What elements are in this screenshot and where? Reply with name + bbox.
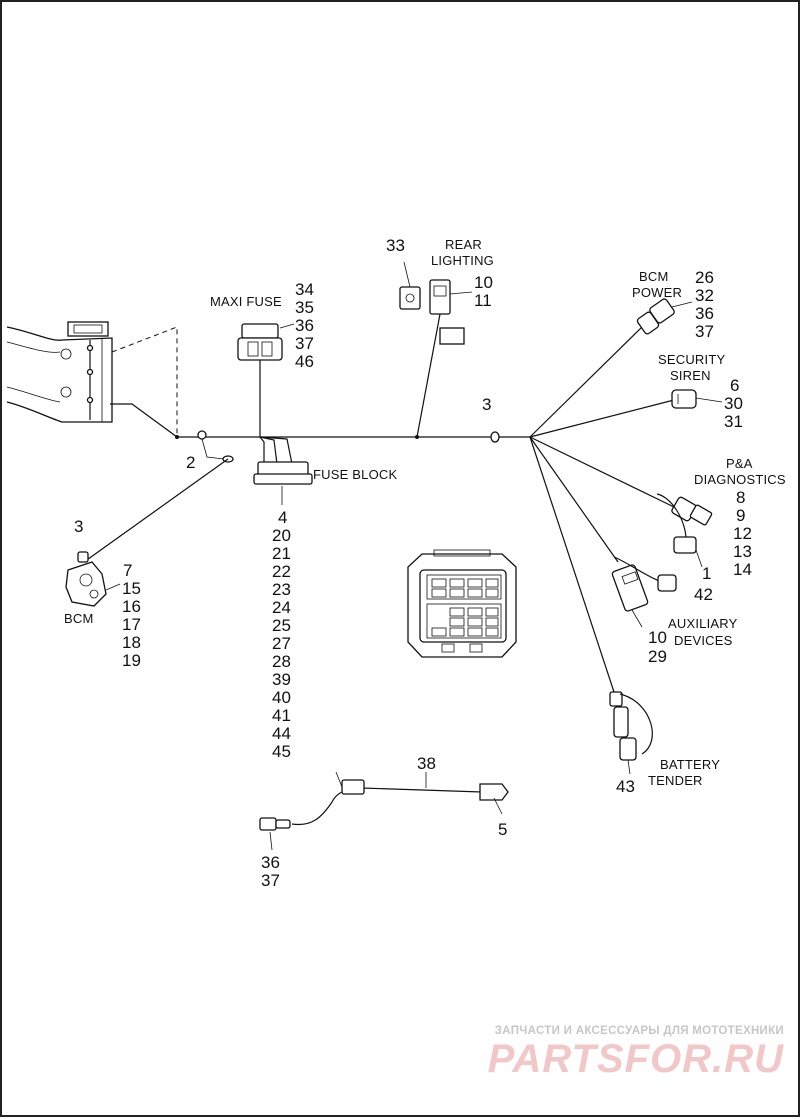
callout-bcmp-26: 26: [695, 268, 714, 287]
callout-bcmp-37: 37: [695, 322, 714, 341]
watermark: ЗАПЧАСТИ И АКСЕССУАРЫ ДЛЯ МОТОТЕХНИКИ PA…: [454, 1025, 784, 1081]
watermark-logo: PARTSFOR.RU: [487, 1037, 784, 1081]
callout-fb-4: 4: [278, 508, 287, 527]
callout-siren-6: 6: [730, 376, 739, 395]
callout-bcm-19: 19: [122, 651, 141, 670]
callout-fb-39: 39: [272, 670, 291, 689]
callout-fb-44: 44: [272, 724, 291, 743]
callout-fb-20: 20: [272, 526, 291, 545]
bcm-module: [65, 551, 121, 607]
callout-fb-41: 41: [272, 706, 291, 725]
callout-pa-13: 13: [733, 542, 752, 561]
callout-maxi-35: 35: [295, 298, 314, 317]
bcm-power-label-2: POWER: [632, 285, 682, 300]
callout-maxi-37: 37: [295, 334, 314, 353]
bcm-label: BCM: [64, 611, 94, 626]
maxi-fuse-holder: [237, 323, 295, 437]
auxiliary-devices-label: AUXILIARY: [668, 616, 738, 631]
callout-pa-8: 8: [736, 488, 745, 507]
pa-diagnostics-connector: [656, 493, 713, 568]
callout-fb-21: 21: [272, 544, 291, 563]
bcm-power-label: BCM: [639, 269, 669, 284]
watermark-tagline: ЗАПЧАСТИ И АКСЕССУАРЫ ДЛЯ МОТОТЕХНИКИ: [494, 1025, 784, 1037]
callout-bcm-16: 16: [122, 597, 141, 616]
maxi-fuse-label: MAXI FUSE: [210, 294, 282, 309]
callout-33: 33: [386, 236, 405, 255]
callout-bcm-15: 15: [122, 579, 141, 598]
battery-tender-label-2: TENDER: [648, 773, 703, 788]
callout-bcm-17: 17: [122, 615, 141, 634]
auxiliary-devices-label-2: DEVICES: [674, 633, 733, 648]
callout-bcm-3: 3: [74, 517, 83, 536]
callout-bcm-7: 7: [123, 561, 132, 580]
pa-diagnostics-label: P&A: [726, 456, 753, 471]
callout-rear-10: 10: [474, 273, 493, 292]
callout-fb-22: 22: [272, 562, 291, 581]
callout-38: 38: [417, 754, 436, 773]
callout-5: 5: [498, 820, 507, 839]
callout-siren-31: 31: [724, 412, 743, 431]
callout-fb-23: 23: [272, 580, 291, 599]
callout-rear-11: 11: [474, 291, 492, 310]
battery-tender-label: BATTERY: [660, 757, 720, 772]
fuse-block-label: FUSE BLOCK: [313, 467, 397, 482]
rear-lighting-label-2: LIGHTING: [431, 253, 494, 268]
callout-fb-28: 28: [272, 652, 291, 671]
callout-bcmp-36: 36: [695, 304, 714, 323]
security-siren-label-2: SIREN: [670, 368, 711, 383]
callout-trunk-3: 3: [482, 395, 491, 414]
callout-plug-37: 37: [261, 871, 280, 890]
security-siren-connector: [671, 389, 723, 409]
frame-bracket: [6, 321, 178, 437]
callout-bcmp-32: 32: [695, 286, 714, 305]
auxiliary-devices-connector: [611, 556, 677, 628]
callout-aux-42: 42: [694, 585, 713, 604]
callout-maxi-34: 34: [295, 280, 314, 299]
callout-fb-24: 24: [272, 598, 291, 617]
callout-aux-10: 10: [648, 628, 667, 647]
callout-pa-1: 1: [702, 564, 711, 583]
callout-pa-9: 9: [736, 506, 745, 525]
callout-plug-36: 36: [261, 853, 280, 872]
callout-bcm-18: 18: [122, 633, 141, 652]
callout-fb-27: 27: [272, 634, 291, 653]
sub-harness-38: [259, 771, 509, 851]
callout-maxi-46: 46: [295, 352, 314, 371]
main-harness-trunk: [110, 403, 530, 463]
callout-tender-43: 43: [616, 777, 635, 796]
fuse-block-connector: [253, 436, 313, 505]
callout-pa-14: 14: [733, 560, 752, 579]
callout-fb-45: 45: [272, 742, 291, 761]
callout-aux-29: 29: [648, 647, 667, 666]
branch-wires: [83, 326, 675, 693]
pa-diagnostics-label-2: DIAGNOSTICS: [694, 472, 786, 487]
callout-maxi-36: 36: [295, 316, 314, 335]
rear-lighting-connectors: [399, 261, 473, 438]
callout-fb-25: 25: [272, 616, 291, 635]
rear-lighting-label: REAR: [445, 237, 482, 252]
connector-face-view: [407, 549, 517, 658]
callout-siren-30: 30: [724, 394, 743, 413]
battery-tender-connector: [609, 691, 653, 775]
callout-fb-40: 40: [272, 688, 291, 707]
callout-pa-12: 12: [733, 524, 752, 543]
bcm-power-connector: [636, 298, 693, 335]
callout-clip-2: 2: [186, 453, 195, 472]
security-siren-label: SECURITY: [658, 352, 725, 367]
